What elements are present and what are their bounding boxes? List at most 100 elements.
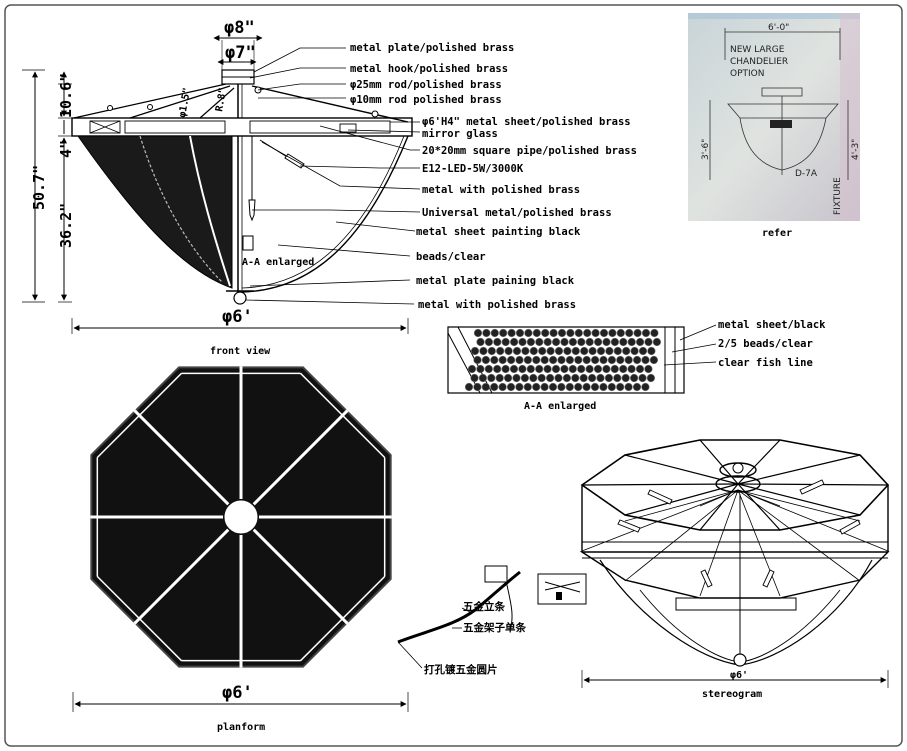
dim-height-band: 4" bbox=[57, 140, 75, 158]
bead bbox=[529, 346, 538, 356]
bead bbox=[565, 382, 574, 392]
bead bbox=[512, 346, 522, 356]
planform-spoke bbox=[133, 528, 230, 625]
bead bbox=[467, 364, 477, 374]
bead bbox=[630, 346, 639, 356]
bead bbox=[644, 337, 653, 347]
bead bbox=[644, 364, 653, 374]
bead bbox=[523, 355, 533, 365]
caption-stereogram: stereogram bbox=[702, 689, 762, 700]
bead bbox=[543, 364, 552, 374]
bead bbox=[484, 364, 493, 374]
bead bbox=[641, 382, 650, 392]
bead bbox=[624, 355, 633, 365]
bead bbox=[582, 355, 591, 365]
stereogram-spoke bbox=[699, 483, 739, 531]
bead bbox=[521, 346, 530, 356]
bead bbox=[638, 373, 647, 383]
stereogram-spoke bbox=[737, 483, 861, 516]
bead bbox=[580, 346, 589, 356]
stereogram-spoke bbox=[624, 454, 739, 485]
bead bbox=[532, 355, 541, 365]
bead bbox=[545, 373, 555, 383]
bead bbox=[625, 328, 634, 338]
bead bbox=[568, 337, 578, 347]
bead bbox=[490, 328, 499, 338]
dim-top-inner: φ7" bbox=[225, 43, 256, 63]
bead bbox=[532, 382, 541, 392]
bead bbox=[487, 346, 496, 356]
bead bbox=[551, 337, 561, 347]
bead bbox=[546, 346, 555, 356]
dim-height-bowl: 36.2" bbox=[57, 203, 75, 248]
bead bbox=[605, 346, 614, 356]
bead bbox=[590, 355, 600, 365]
bead bbox=[571, 346, 580, 356]
bead bbox=[537, 373, 546, 383]
bead bbox=[632, 382, 642, 392]
bead bbox=[602, 337, 611, 347]
photo-side: FIXTURE bbox=[833, 177, 843, 215]
bead bbox=[473, 328, 483, 338]
callout-7: 20*20mm square pipe/polished brass bbox=[422, 145, 637, 157]
bead bbox=[512, 373, 521, 383]
black-panel bbox=[77, 135, 233, 289]
stereogram-strut bbox=[737, 489, 889, 552]
caption-front-view: front view bbox=[210, 345, 271, 357]
bead bbox=[490, 382, 499, 392]
bead bbox=[587, 373, 597, 383]
bead bbox=[599, 355, 608, 365]
bead bbox=[649, 355, 659, 365]
bead bbox=[593, 364, 603, 374]
bead bbox=[633, 328, 642, 338]
reference-photo: 6'-0" NEW LARGE CHANDELIER OPTION 3'-6" … bbox=[688, 13, 861, 239]
bead bbox=[535, 337, 544, 347]
stereogram-strut bbox=[581, 489, 739, 552]
bead bbox=[499, 328, 508, 338]
bead bbox=[535, 364, 544, 374]
dim-rod-a: φ1.5" bbox=[177, 87, 193, 119]
bead bbox=[616, 382, 625, 392]
bead bbox=[523, 382, 532, 392]
callout-12: beads/clear bbox=[416, 251, 486, 263]
bead bbox=[585, 337, 594, 347]
bead bbox=[515, 382, 524, 392]
callout-8: E12-LED-5W/3000K bbox=[422, 163, 524, 175]
bead bbox=[504, 346, 513, 356]
bead bbox=[507, 328, 516, 338]
bead bbox=[596, 373, 605, 383]
bead bbox=[498, 382, 507, 392]
bead bbox=[540, 355, 549, 365]
stereogram-strut bbox=[624, 489, 739, 522]
bead bbox=[577, 337, 586, 347]
photo-line-2: CHANDELIER bbox=[730, 57, 788, 67]
bead bbox=[585, 364, 594, 374]
bead bbox=[464, 382, 474, 392]
bead bbox=[571, 373, 580, 383]
callout-1: metal plate/polished brass bbox=[350, 42, 514, 54]
bead bbox=[560, 337, 569, 347]
bead bbox=[602, 364, 611, 374]
bead bbox=[526, 337, 536, 347]
bead bbox=[473, 382, 482, 392]
bead bbox=[557, 382, 566, 392]
bead bbox=[641, 355, 650, 365]
bead bbox=[582, 382, 591, 392]
bead bbox=[526, 364, 535, 374]
bead bbox=[599, 328, 609, 338]
bead bbox=[506, 382, 516, 392]
stereogram-strut bbox=[624, 489, 739, 582]
bead bbox=[524, 328, 533, 338]
bead bbox=[591, 328, 600, 338]
photo-right-dim: 4'-3" bbox=[851, 139, 861, 160]
bead bbox=[543, 337, 552, 347]
bead bbox=[574, 328, 583, 338]
caption-planform: planform bbox=[217, 722, 265, 733]
stereogram bbox=[579, 439, 890, 667]
front-view: φ8" φ7" 50.7" 10.6" 4" 36.2" φ1.5" R.8" … bbox=[22, 18, 637, 357]
bead bbox=[493, 337, 502, 347]
bead bbox=[495, 373, 504, 383]
callout-6: mirror glass bbox=[422, 128, 498, 140]
bead bbox=[548, 382, 558, 392]
bead bbox=[476, 337, 485, 347]
